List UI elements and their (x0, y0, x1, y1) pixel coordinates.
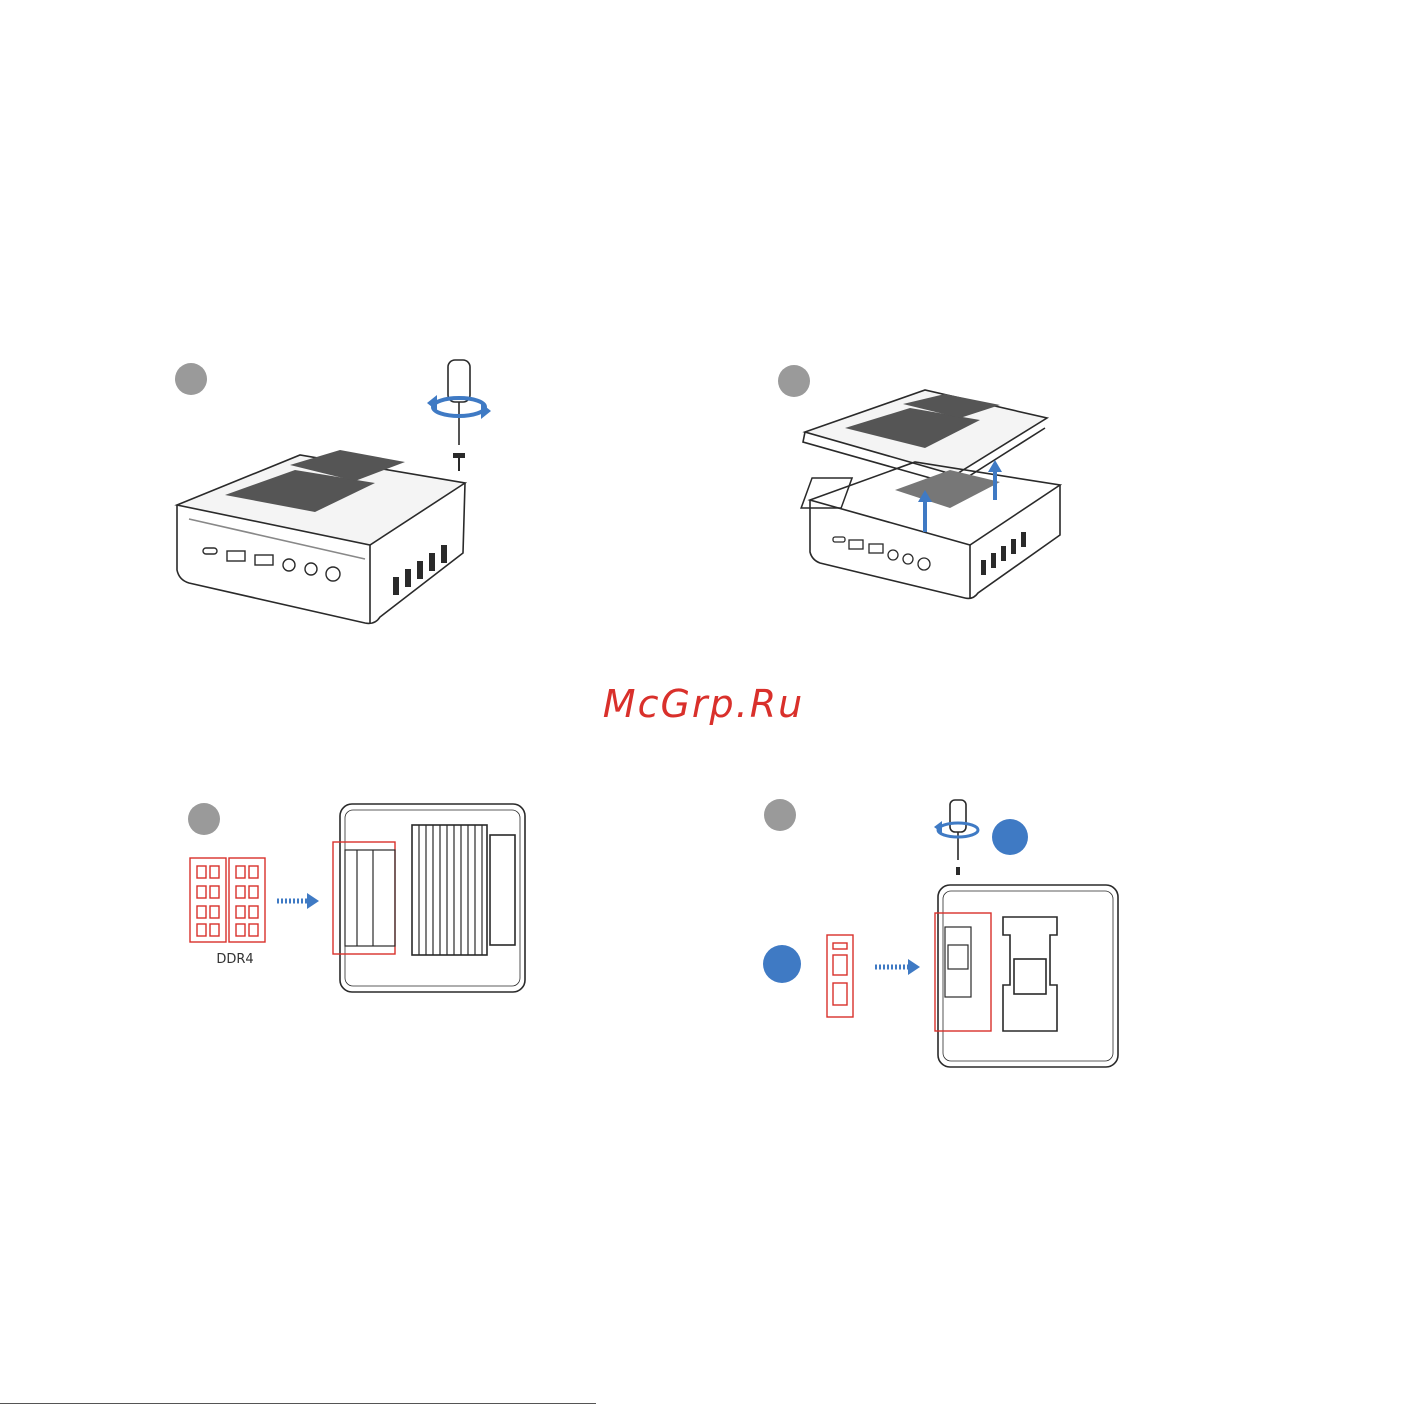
ddr4-label: DDR4 (200, 952, 270, 967)
screw-icon (165, 355, 505, 635)
motherboard-top-view (185, 800, 530, 1000)
watermark: McGrp.Ru (0, 682, 1407, 726)
step-4-panel (760, 795, 1125, 1075)
step-3-panel: DDR4 (185, 800, 530, 1000)
up-arrow-icon (775, 360, 1075, 610)
footer-rule (0, 1403, 596, 1404)
motherboard-bottom-view (760, 795, 1125, 1075)
step-1-panel (165, 355, 505, 635)
step-2-panel (775, 360, 1075, 610)
